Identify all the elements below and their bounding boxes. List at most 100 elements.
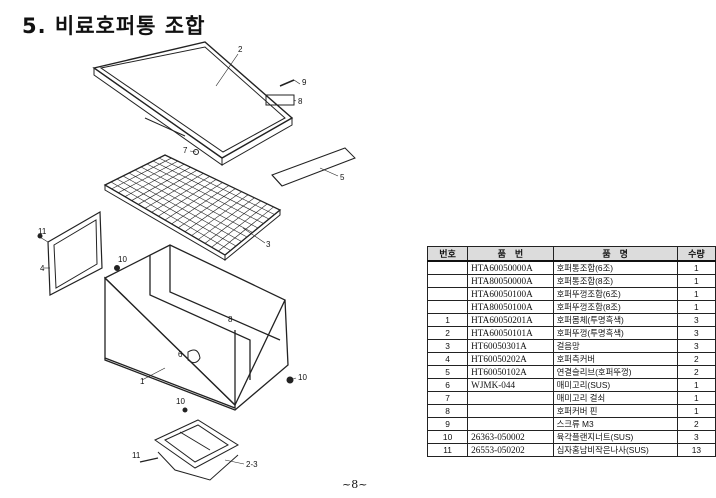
cell-qty: 13 [676, 443, 716, 457]
hopper-body-drawing [103, 244, 289, 411]
cell-no: 4 [426, 352, 469, 366]
callout-4: 4 [40, 264, 45, 273]
cell-qty: 3 [676, 430, 716, 444]
callout-3: 3 [266, 240, 271, 249]
page-title: 5. 비료호퍼통 조합 [22, 14, 206, 38]
cell-qty: 1 [676, 391, 716, 405]
cell-name: 매미고리(SUS) [552, 378, 678, 392]
cell-name: 호퍼몸체(투명흑색) [552, 313, 678, 327]
header-no: 번호 [426, 246, 469, 262]
header-name: 품 명 [552, 246, 678, 262]
connecting-sleeve-drawing [271, 147, 356, 187]
cell-part-no: HTA80050000A [467, 274, 554, 288]
cell-part-no: 26363-050002 [467, 430, 554, 444]
header-qty: 수량 [676, 246, 716, 262]
callout-7: 7 [183, 146, 188, 155]
cell-name: 걸음망 [552, 339, 678, 353]
callout-11: 11 [132, 451, 141, 460]
cell-qty: 1 [676, 378, 716, 392]
cell-no [426, 300, 469, 314]
cell-part-no: HTA60050100A [467, 287, 554, 301]
cell-no: 2 [426, 326, 469, 340]
cell-no: 1 [426, 313, 469, 327]
cell-name: 육각플랜지너트(SUS) [552, 430, 678, 444]
cell-qty: 3 [676, 313, 716, 327]
cell-name: 호퍼뚜껑조합(8조) [552, 300, 678, 314]
cell-no: 3 [426, 339, 469, 353]
page-number: ~8~ [342, 478, 368, 491]
cell-qty: 1 [676, 404, 716, 418]
cell-name: 호퍼측커버 [552, 352, 678, 366]
cell-no: 8 [426, 404, 469, 418]
cell-no: 9 [426, 417, 469, 431]
cell-no: 11 [426, 443, 469, 457]
cell-qty: 2 [676, 352, 716, 366]
cell-name: 스크류 M3 [552, 417, 678, 431]
cell-part-no: 26553-050202 [467, 443, 554, 457]
cell-part-no: HT60050102A [467, 365, 554, 379]
cell-no [426, 274, 469, 288]
cell-no: 7 [426, 391, 469, 405]
cell-name: 호퍼뚜껑(투명흑색) [552, 326, 678, 340]
cell-name: 호퍼뚜껑조합(6조) [552, 287, 678, 301]
cell-qty: 3 [676, 339, 716, 353]
cell-no [426, 287, 469, 301]
cell-no: 5 [426, 365, 469, 379]
callout-8: 8 [228, 315, 233, 324]
callout-10: 10 [176, 397, 185, 406]
cell-qty: 1 [676, 260, 716, 275]
cell-part-no: WJMK-044 [467, 378, 554, 392]
cell-name: 연결슬리브(호퍼뚜껑) [552, 365, 678, 379]
callout-6: 6 [178, 350, 183, 359]
cell-qty: 2 [676, 365, 716, 379]
callout-2: 2 [238, 45, 243, 54]
cell-name: 매미고리 걸쇠 [552, 391, 678, 405]
cell-part-no [467, 404, 554, 418]
callout-9: 9 [302, 78, 307, 87]
cell-qty: 2 [676, 417, 716, 431]
cell-qty: 1 [676, 274, 716, 288]
mesh-screen-drawing [103, 154, 282, 262]
cell-qty: 1 [676, 287, 716, 301]
cell-part-no [467, 417, 554, 431]
cell-part-no: HTA60050000A [467, 260, 554, 275]
cell-name: 호퍼커버 핀 [552, 404, 678, 418]
cell-name: 호퍼통조합(8조) [552, 274, 678, 288]
cell-no: 6 [426, 378, 469, 392]
header-part-no: 품 번 [467, 246, 554, 262]
callout-10: 10 [118, 255, 127, 264]
callout-11: 11 [38, 227, 47, 236]
cell-part-no: HT60050202A [467, 352, 554, 366]
cell-no [426, 260, 469, 275]
callout-5: 5 [340, 173, 345, 182]
callout-10: 10 [298, 373, 307, 382]
cell-part-no [467, 391, 554, 405]
bottom-bracket-drawing [154, 419, 239, 481]
cell-part-no: HTA60050201A [467, 313, 554, 327]
cell-part-no: HTA80050100A [467, 300, 554, 314]
cell-no: 10 [426, 430, 469, 444]
cell-part-no: HTA60050101A [467, 326, 554, 340]
cell-name: 호퍼통조합(6조) [552, 260, 678, 275]
exploded-assembly-diagram: 2 9 8 7 5 3 11 4 10 8 6 1 10 10 11 2-3 [37, 41, 356, 481]
callout-8: 8 [298, 97, 303, 106]
side-cover-drawing [47, 210, 103, 296]
cell-name: 십자홈남비작은나사(SUS) [552, 443, 678, 457]
hopper-lid-drawing [92, 41, 294, 166]
